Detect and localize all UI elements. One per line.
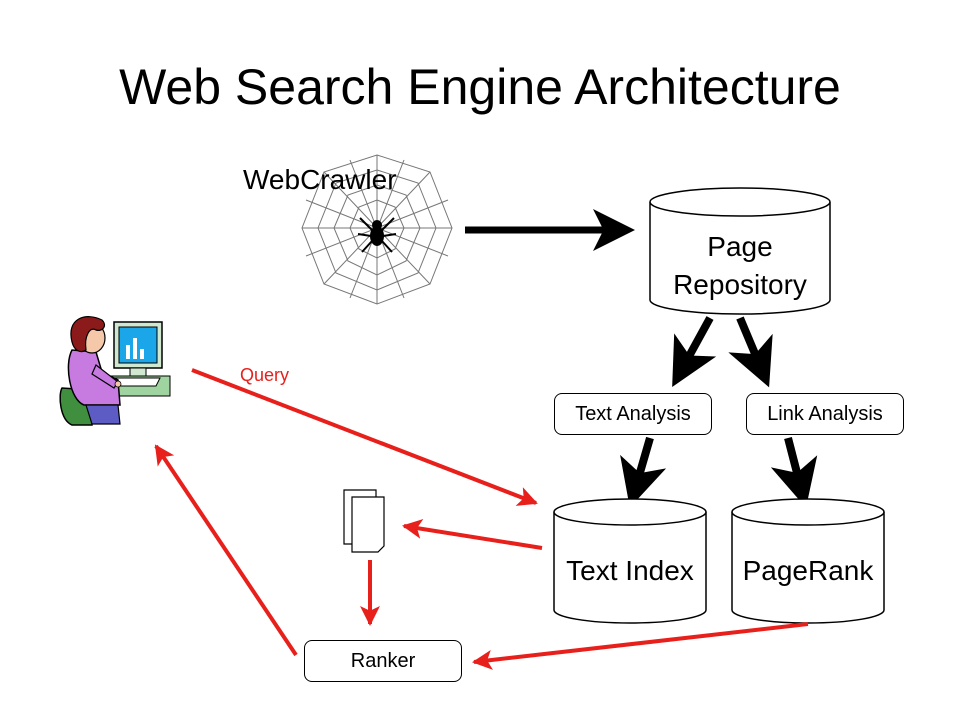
text-analysis-box: Text Analysis <box>554 393 712 435</box>
link-analysis-box: Link Analysis <box>746 393 904 435</box>
spider-icon <box>357 217 397 253</box>
ranker-box: Ranker <box>304 640 462 682</box>
query-arrow <box>191 368 538 506</box>
webcrawler-label: WebCrawler <box>243 164 397 195</box>
text-index-to-documents-arrow <box>402 518 543 550</box>
user-at-computer-icon <box>59 316 171 426</box>
pagerank-cylinder <box>731 498 885 624</box>
repository-to-link-analysis-arrow <box>728 316 773 388</box>
pagerank-label: PageRank <box>742 555 874 586</box>
text-index-cylinder <box>553 498 707 624</box>
link-analysis-to-pagerank-arrow <box>770 437 818 508</box>
repository-to-text-analysis-arrow <box>672 316 717 388</box>
page-repository-label: Page Repository <box>650 228 830 304</box>
page-repository-cylinder <box>649 187 831 315</box>
pagerank-to-ranker-arrow <box>472 622 809 670</box>
page-repository-label-line1: Page <box>707 231 773 262</box>
page-title: Web Search Engine Architecture <box>119 59 841 115</box>
documents-icon <box>343 489 385 553</box>
ranker-to-user-arrow <box>154 444 298 657</box>
query-label: Query <box>240 365 290 385</box>
text-analysis-to-text-index-arrow <box>620 436 667 508</box>
text-index-label: Text Index <box>566 555 694 586</box>
page-repository-label-line2: Repository <box>673 269 807 300</box>
